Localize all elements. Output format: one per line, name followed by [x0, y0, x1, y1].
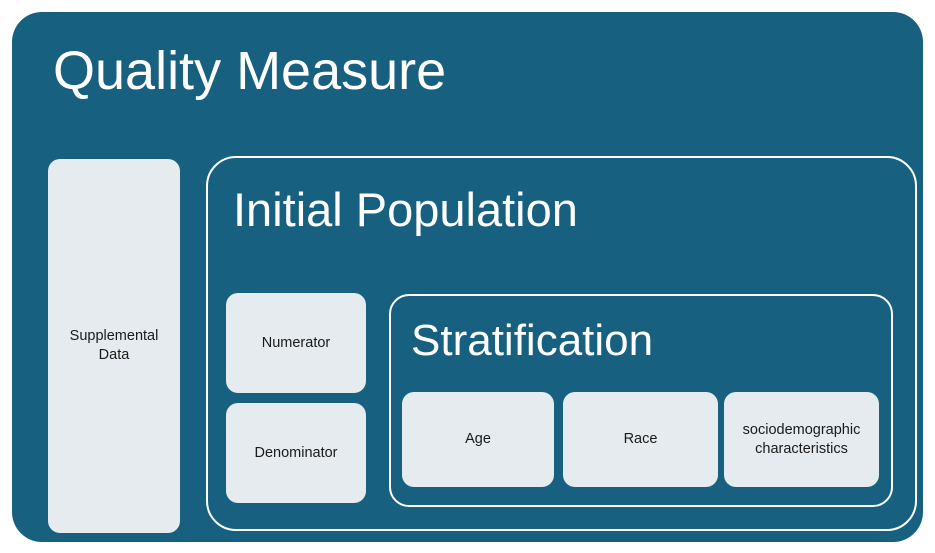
- supplemental-data-box[interactable]: Supplemental Data: [48, 159, 180, 533]
- stratification-item-sociodemographic-label-line2: characteristics: [755, 440, 848, 457]
- stratification-item-age[interactable]: Age: [402, 392, 554, 487]
- quality-measure-title: Quality Measure: [53, 41, 447, 101]
- denominator-label: Denominator: [254, 444, 338, 461]
- numerator-label: Numerator: [261, 334, 331, 351]
- stratification-item-race[interactable]: Race: [563, 392, 718, 487]
- stratification-title: Stratification: [411, 316, 654, 365]
- stratification-item-sociodemographic-characteristics[interactable]: sociodemographic characteristics: [724, 392, 879, 487]
- stratification-item-race-label: Race: [623, 431, 658, 447]
- numerator-box[interactable]: Numerator: [226, 293, 366, 393]
- supplemental-data-label-line1: Supplemental: [69, 328, 159, 344]
- stratification-container: Stratification Age Race sociodemographic…: [389, 294, 893, 507]
- initial-population-container: Initial Population Numerator Denominator…: [206, 156, 917, 531]
- quality-measure-container: Quality Measure Supplemental Data Initia…: [12, 12, 923, 542]
- denominator-box[interactable]: Denominator: [226, 403, 366, 503]
- stratification-item-sociodemographic-label-line1: sociodemographic: [742, 421, 861, 438]
- supplemental-data-label: Supplemental Data: [70, 327, 159, 365]
- stratification-item-age-label: Age: [465, 431, 491, 447]
- initial-population-title: Initial Population: [233, 183, 578, 236]
- stratification-item-sociodemographic-label: sociodemographic characteristics: [743, 421, 861, 459]
- supplemental-data-label-line2: Data: [98, 347, 130, 363]
